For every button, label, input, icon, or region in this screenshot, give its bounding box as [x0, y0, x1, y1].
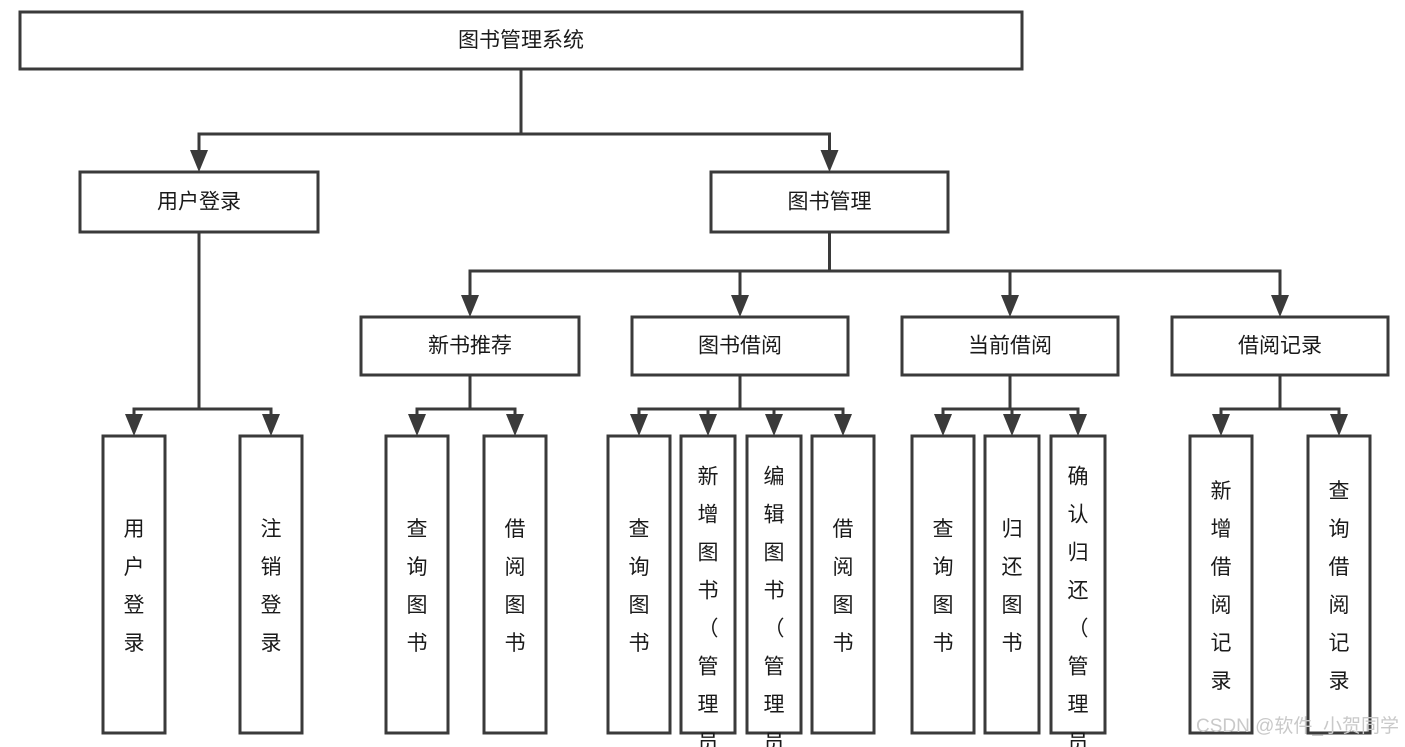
- node-leaf-borrow-book-1[interactable]: 借阅图书: [482, 434, 548, 735]
- node-leaf-user-login[interactable]: 用户登录: [101, 434, 167, 735]
- node-box[interactable]: [679, 434, 737, 735]
- arrow-head-icon: [125, 414, 143, 436]
- arrow-head-icon: [820, 150, 839, 172]
- node-box[interactable]: [482, 434, 548, 735]
- node-box[interactable]: [359, 315, 581, 377]
- node-box[interactable]: [745, 434, 803, 735]
- node-label: 图书管理: [788, 191, 872, 214]
- node-current-borrow[interactable]: 当前借阅: [900, 315, 1120, 377]
- arrow-head-icon: [630, 414, 648, 436]
- arrow-head-icon: [1271, 295, 1289, 317]
- node-label: 查询借阅记录: [1329, 480, 1350, 693]
- node-box[interactable]: [810, 434, 876, 735]
- node-label: 新增图书（管理员）: [698, 465, 719, 747]
- node-leaf-query-book-1[interactable]: 查询图书: [384, 434, 450, 735]
- edge-group: [408, 373, 524, 436]
- node-box[interactable]: [101, 434, 167, 735]
- arrow-head-icon: [731, 295, 749, 317]
- arrow-head-icon: [461, 295, 479, 317]
- node-label: 图书管理系统: [458, 29, 584, 52]
- node-label: 用户登录: [124, 518, 145, 655]
- node-box[interactable]: [606, 434, 672, 735]
- node-label: 查询图书: [933, 518, 954, 655]
- edges-layer: [125, 67, 1348, 436]
- node-box[interactable]: [238, 434, 304, 735]
- node-label: 查询图书: [407, 518, 428, 655]
- arrow-head-icon: [1003, 414, 1021, 436]
- node-label: 借阅图书: [833, 518, 854, 655]
- arrow-head-icon: [1212, 414, 1230, 436]
- node-label: 借阅记录: [1238, 335, 1322, 358]
- node-box[interactable]: [78, 170, 320, 234]
- arrow-head-icon: [1330, 414, 1348, 436]
- node-label: 图书借阅: [698, 335, 782, 358]
- arrow-head-icon: [1069, 414, 1087, 436]
- node-leaf-confirm-return[interactable]: 确认归还（管理员）: [1049, 434, 1107, 747]
- node-box[interactable]: [910, 434, 976, 735]
- arrow-head-icon: [699, 414, 717, 436]
- node-label: 归还图书: [1002, 518, 1023, 655]
- node-leaf-borrow-book-2[interactable]: 借阅图书: [810, 434, 876, 735]
- node-box[interactable]: [18, 10, 1024, 71]
- arrow-head-icon: [408, 414, 426, 436]
- node-leaf-return-book[interactable]: 归还图书: [983, 434, 1041, 735]
- node-borrow-record[interactable]: 借阅记录: [1170, 315, 1390, 377]
- node-box[interactable]: [900, 315, 1120, 377]
- node-label: 新书推荐: [428, 335, 512, 358]
- node-label: 借阅图书: [505, 518, 526, 655]
- node-user-login[interactable]: 用户登录: [78, 170, 320, 234]
- node-box[interactable]: [1170, 315, 1390, 377]
- node-leaf-query-book-2[interactable]: 查询图书: [606, 434, 672, 735]
- nodes-layer: 图书管理系统用户登录图书管理新书推荐图书借阅当前借阅借阅记录用户登录注销登录查询…: [18, 10, 1390, 747]
- node-leaf-query-book-3[interactable]: 查询图书: [910, 434, 976, 735]
- arrow-head-icon: [262, 414, 280, 436]
- arrow-head-icon: [834, 414, 852, 436]
- node-label: 编辑图书（管理员）: [764, 465, 785, 747]
- node-book-borrow[interactable]: 图书借阅: [630, 315, 850, 377]
- node-label: 注销登录: [261, 518, 282, 655]
- csdn-watermark: CSDN @软件_小贺同学: [1196, 715, 1399, 737]
- node-box[interactable]: [1306, 434, 1372, 735]
- node-new-book-recommend[interactable]: 新书推荐: [359, 315, 581, 377]
- node-label: 查询图书: [629, 518, 650, 655]
- node-box[interactable]: [709, 170, 950, 234]
- node-box[interactable]: [983, 434, 1041, 735]
- node-label: 确认归还（管理员）: [1068, 465, 1089, 747]
- node-box[interactable]: [1049, 434, 1107, 735]
- node-label: 新增借阅记录: [1211, 480, 1232, 693]
- node-box[interactable]: [630, 315, 850, 377]
- node-label: 用户登录: [157, 191, 241, 214]
- node-leaf-query-record[interactable]: 查询借阅记录: [1306, 434, 1372, 735]
- edge-group: [1212, 373, 1348, 436]
- edge-group: [630, 373, 852, 436]
- node-box[interactable]: [384, 434, 450, 735]
- node-leaf-add-record[interactable]: 新增借阅记录: [1188, 434, 1254, 735]
- arrow-head-icon: [1001, 295, 1019, 317]
- node-leaf-add-book[interactable]: 新增图书（管理员）: [679, 434, 737, 747]
- node-leaf-logout[interactable]: 注销登录: [238, 434, 304, 735]
- edge-group: [934, 373, 1087, 436]
- arrow-head-icon: [190, 150, 208, 172]
- node-box[interactable]: [1188, 434, 1254, 735]
- arrow-head-icon: [934, 414, 952, 436]
- edge-group: [190, 67, 839, 172]
- node-label: 当前借阅: [968, 335, 1052, 358]
- arrow-head-icon: [765, 414, 783, 436]
- node-root[interactable]: 图书管理系统: [18, 10, 1024, 71]
- node-leaf-edit-book[interactable]: 编辑图书（管理员）: [745, 434, 803, 747]
- edge-group: [125, 230, 280, 436]
- edge-group: [461, 230, 1289, 317]
- node-book-manage[interactable]: 图书管理: [709, 170, 950, 234]
- arrow-head-icon: [506, 414, 524, 436]
